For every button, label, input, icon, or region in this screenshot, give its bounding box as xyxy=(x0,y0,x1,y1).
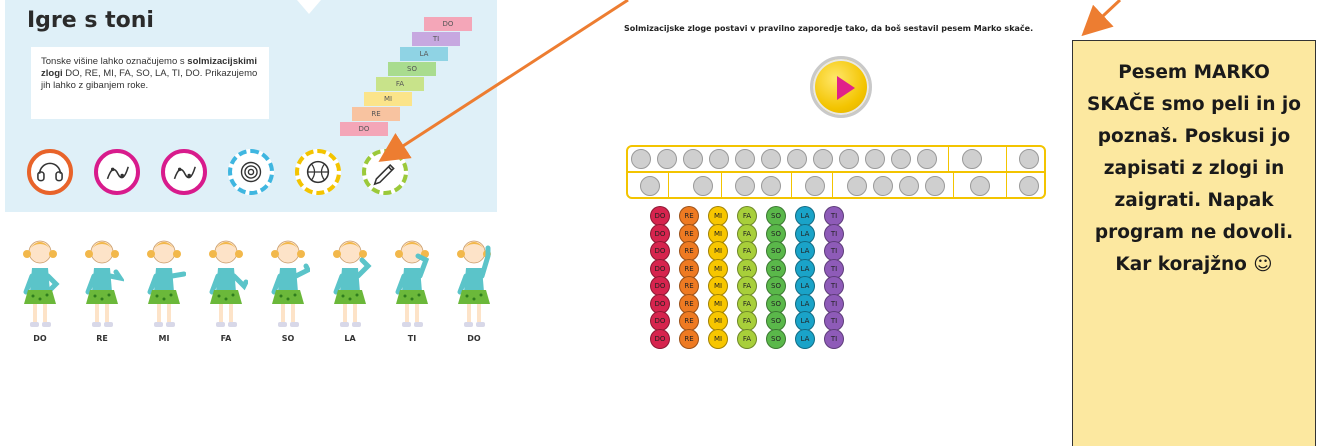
melody-slot[interactable] xyxy=(865,149,885,169)
melody-slot[interactable] xyxy=(813,149,833,169)
melody-slot[interactable] xyxy=(693,176,713,196)
stair-1: DO xyxy=(340,122,388,136)
syllable-token-do[interactable]: DO xyxy=(650,206,670,226)
stair-4: FA xyxy=(376,77,424,91)
stair-3: MI xyxy=(364,92,412,106)
lesson-panel: Igre s toni Tonske višine lahko označuje… xyxy=(0,0,500,446)
melody-slot[interactable] xyxy=(962,149,982,169)
lesson-card: Igre s toni Tonske višine lahko označuje… xyxy=(5,0,497,212)
syllable-token-ti[interactable]: TI xyxy=(824,328,844,349)
girl-label-8: DO xyxy=(467,334,481,343)
girl-label-4: FA xyxy=(220,334,232,343)
melody-slot[interactable] xyxy=(873,176,893,196)
lesson-text-bold: solmizacijskimi zlogi xyxy=(41,56,257,79)
syllable-token-fa[interactable]: FA xyxy=(737,206,757,226)
girl-label-5: SO xyxy=(281,334,295,343)
syllable-token-fa[interactable]: FA xyxy=(737,293,757,314)
melody-board xyxy=(626,145,1046,199)
globe-icon[interactable] xyxy=(295,149,341,195)
melody-slot[interactable] xyxy=(891,149,911,169)
bar-line xyxy=(1006,173,1007,199)
melody-slot[interactable] xyxy=(1019,176,1039,196)
girl-figure-5 xyxy=(266,228,312,332)
girl-figure-2 xyxy=(80,228,126,332)
play-icon xyxy=(837,76,855,100)
note-text: Pesem MARKO SKAČE smo peli in jo poznaš.… xyxy=(1087,62,1301,275)
melody-slot[interactable] xyxy=(970,176,990,196)
exercise-instruction: Solmizacijske zloge postavi v pravilno z… xyxy=(624,24,1034,33)
syllable-token-so[interactable]: SO xyxy=(766,258,786,279)
melody-slot[interactable] xyxy=(640,176,660,196)
bar-line xyxy=(791,173,792,199)
melody-slot[interactable] xyxy=(839,149,859,169)
stair-2: RE xyxy=(352,107,400,121)
syllable-token-fa[interactable]: FA xyxy=(737,328,757,349)
melody-slot[interactable] xyxy=(899,176,919,196)
bar-line xyxy=(1006,147,1007,171)
syllable-token-so[interactable]: SO xyxy=(766,328,786,349)
lesson-textbox: Tonske višine lahko označujemo s solmiza… xyxy=(31,47,269,119)
melody-slot[interactable] xyxy=(787,149,807,169)
girl-figure-8 xyxy=(452,228,496,332)
music-scroll-icon-2[interactable] xyxy=(161,149,207,195)
syllable-token-la[interactable]: LA xyxy=(795,328,815,349)
melody-slot[interactable] xyxy=(805,176,825,196)
melody-slot[interactable] xyxy=(657,149,677,169)
board-divider xyxy=(628,171,1044,173)
arrow-to-instruction xyxy=(1081,0,1122,37)
stair-5: SO xyxy=(388,62,436,76)
melody-slot[interactable] xyxy=(761,149,781,169)
melody-slot[interactable] xyxy=(631,149,651,169)
headphones-icon[interactable] xyxy=(27,149,73,195)
girl-figure-1 xyxy=(18,228,62,332)
music-scroll-icon[interactable] xyxy=(94,149,140,195)
bar-line xyxy=(953,173,954,199)
syllable-token-do[interactable]: DO xyxy=(650,328,670,349)
melody-slot[interactable] xyxy=(761,176,781,196)
melody-slot[interactable] xyxy=(735,149,755,169)
play-button[interactable] xyxy=(810,56,872,118)
spiral-icon[interactable] xyxy=(228,149,274,195)
melody-slot[interactable] xyxy=(1019,149,1039,169)
note-box: Pesem MARKO SKAČE smo peli in jo poznaš.… xyxy=(1072,40,1316,446)
stair-8: DO xyxy=(424,17,472,31)
melody-slot[interactable] xyxy=(709,149,729,169)
syllable-token-la[interactable]: LA xyxy=(795,293,815,314)
melody-slot[interactable] xyxy=(735,176,755,196)
syllable-token-re[interactable]: RE xyxy=(679,328,699,349)
card-notch xyxy=(297,0,321,14)
bar-line xyxy=(948,147,949,171)
syllable-token-mi[interactable]: MI xyxy=(708,328,728,349)
bar-line xyxy=(721,173,722,199)
bar-line xyxy=(668,173,669,199)
melody-slot[interactable] xyxy=(683,149,703,169)
melody-slot[interactable] xyxy=(917,149,937,169)
syllable-token-re[interactable]: RE xyxy=(679,206,699,226)
melody-slot[interactable] xyxy=(847,176,867,196)
girl-label-7: TI xyxy=(407,334,417,343)
syllable-token-re[interactable]: RE xyxy=(679,276,699,296)
stair-6: LA xyxy=(400,47,448,61)
stair-7: TI xyxy=(412,32,460,46)
girl-label-6: LA xyxy=(344,334,356,343)
girl-figure-7 xyxy=(390,228,434,332)
girl-figure-4 xyxy=(204,228,249,332)
melody-slot[interactable] xyxy=(925,176,945,196)
bar-line xyxy=(832,173,833,199)
lesson-title: Igre s toni xyxy=(27,8,154,33)
exercise-panel: Solmizacijske zloge postavi v pravilno z… xyxy=(600,0,1070,446)
girl-figure-6 xyxy=(328,228,372,332)
girl-figure-3 xyxy=(142,228,187,332)
syllable-token-la[interactable]: LA xyxy=(795,258,815,279)
lesson-text-start: Tonske višine lahko označujemo s xyxy=(41,56,188,67)
syllable-token-mi[interactable]: MI xyxy=(708,293,728,314)
syllable-token-ti[interactable]: TI xyxy=(824,276,844,296)
girl-label-2: RE xyxy=(96,334,108,343)
pencil-icon[interactable] xyxy=(362,149,408,195)
girl-label-1: DO xyxy=(33,334,47,343)
girl-label-3: MI xyxy=(158,334,170,343)
lesson-text-end: DO, RE, MI, FA, SO, LA, TI, DO. Prikazuj… xyxy=(41,68,258,91)
